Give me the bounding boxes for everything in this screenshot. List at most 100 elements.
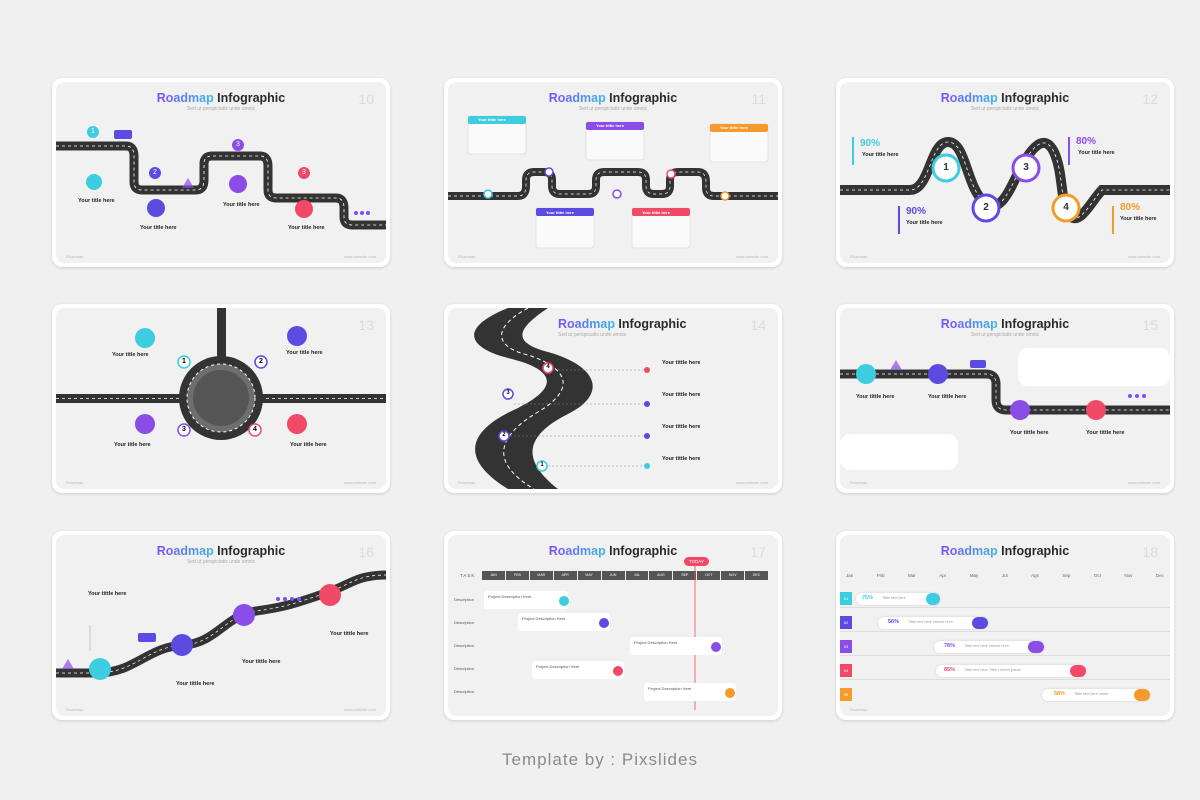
row-label: Description: [454, 689, 475, 694]
road-graphic: [840, 136, 1170, 234]
item-title: Your tittle here: [856, 394, 895, 400]
marker-2[interactable]: 2: [502, 432, 506, 438]
road-graphic: [56, 308, 386, 440]
item-title: Your tittle here: [928, 394, 967, 400]
footer-left: Roadmap: [850, 707, 868, 712]
marker-3[interactable]: 3: [182, 426, 186, 433]
marker-4[interactable]: 4: [253, 426, 257, 433]
gantt-row[interactable]: 05 58% Tittle text here lorem: [840, 687, 1170, 703]
item-title: Your tittle here: [662, 456, 701, 462]
slide-16[interactable]: Roadmap Infographic Sed ut perspiciatis …: [52, 531, 390, 720]
progress-cap: [1028, 641, 1044, 653]
progress-pill[interactable]: 75% Tittle text here: [856, 593, 940, 605]
progress-pill[interactable]: 85% Tittle text here Tittle t lorem ipsu…: [936, 665, 1086, 677]
box-title: Your tittle here: [642, 210, 670, 215]
marker-4[interactable]: 3: [298, 167, 310, 179]
road-graphic: [474, 308, 650, 489]
slide-14[interactable]: Roadmap Infographic Sed ut perspiciatis …: [444, 304, 782, 493]
month-cell: JUL: [625, 571, 649, 580]
box-title: Your tittle here: [596, 123, 624, 128]
progress-percent: 78%: [944, 643, 956, 649]
slide-13[interactable]: 13 1 2 3 4 Your title here Your title he…: [52, 304, 390, 493]
item-title: Your tittle here: [176, 681, 215, 687]
footer-right: www.website.com: [344, 480, 376, 485]
slide-number: 15: [1142, 317, 1158, 333]
slide-number: 14: [750, 317, 766, 333]
slide-12[interactable]: Roadmap Infographic Sed ut perspiciatis …: [836, 78, 1174, 267]
footer-left: Roadmap: [66, 254, 84, 259]
gantt-row[interactable]: 02 56% Tittle text here lorems num: [840, 615, 1170, 632]
progress-text: Tittle text here: [882, 596, 906, 600]
gantt-graphic: [484, 565, 736, 710]
slide-17[interactable]: Roadmap Infographic 17 TASK TODAY JAN FE…: [444, 531, 782, 720]
marker-2[interactable]: 2: [983, 202, 989, 213]
marker-2[interactable]: 2: [149, 167, 161, 179]
slide-15[interactable]: Roadmap Infographic Sed ut perspiciatis …: [836, 304, 1174, 493]
row-index: 04: [840, 664, 852, 677]
month-cell: JAN: [482, 571, 505, 580]
marker-1[interactable]: 1: [540, 462, 544, 468]
month-label: May: [969, 573, 979, 578]
slide-number: 17: [750, 544, 766, 560]
slide-title: Roadmap Infographic: [548, 91, 678, 105]
slide-number: 16: [358, 544, 374, 560]
progress-pill[interactable]: 78% Tittle text here lorems num: [934, 641, 1044, 653]
item-title: Your title here: [114, 442, 151, 448]
slide-subtitle: Sed ut perspiciatis unde omnis: [578, 106, 648, 112]
road-graphic: [56, 570, 386, 680]
item-title: Your title here: [140, 225, 177, 231]
slide-10[interactable]: Roadmap Infographic Sed ut perspiciatis …: [52, 78, 390, 267]
month-label: Sep: [1062, 573, 1071, 578]
item-title: Your title here: [223, 202, 260, 208]
item-title: Your title here: [906, 220, 943, 226]
progress-pill[interactable]: 58% Tittle text here lorem: [1042, 689, 1150, 701]
task-card-label[interactable]: Project Description Here: [634, 640, 678, 645]
slide-number: 10: [358, 91, 374, 107]
month-cell: JUN: [601, 571, 625, 580]
progress-percent: 56%: [888, 619, 900, 625]
marker-2[interactable]: 2: [259, 358, 263, 365]
road-graphic: [840, 348, 1170, 470]
slide-subtitle: Sed ut perspiciatis unde omnis: [558, 332, 627, 338]
marker-1[interactable]: 1: [943, 162, 949, 173]
marker-3[interactable]: 3: [506, 390, 510, 396]
slide-subtitle: Sed ut perspiciatis unde omnis: [970, 106, 1040, 112]
marker-1[interactable]: 1: [182, 358, 186, 365]
percent-4: 80%: [1120, 202, 1141, 213]
month-label: Feb: [876, 573, 885, 578]
slide-number: 12: [1142, 91, 1158, 107]
progress-pill[interactable]: 56% Tittle text here lorems num: [878, 617, 988, 629]
footer-right: www.website.com: [736, 254, 768, 259]
task-card-label[interactable]: Project Description Here: [522, 616, 566, 621]
task-card-label[interactable]: Project Description Here: [648, 686, 692, 691]
percent-3: 90%: [906, 206, 927, 217]
slide-title: Roadmap Infographic: [940, 317, 1070, 331]
row-index: 01: [840, 592, 852, 605]
month-cell: MAY: [577, 571, 601, 580]
marker-3[interactable]: 3: [1023, 162, 1029, 173]
slide-18[interactable]: Roadmap Infographic 18 Jan Feb Mar Apr M…: [836, 531, 1174, 720]
gantt-row[interactable]: 03 78% Tittle text here lorems num: [840, 639, 1170, 656]
gantt-row[interactable]: 01 75% Tittle text here: [840, 591, 1170, 608]
row-index: 05: [840, 688, 852, 701]
road-graphic: [56, 130, 386, 230]
month-label: Mar: [908, 573, 916, 578]
slide-11[interactable]: Roadmap Infographic Sed ut perspiciatis …: [444, 78, 782, 267]
month-cell: AUG: [649, 571, 673, 580]
slide-title: Roadmap Infographic: [558, 317, 687, 331]
progress-cap: [1070, 665, 1086, 677]
month-cell: APR: [553, 571, 577, 580]
slide-title: Roadmap Infographic: [940, 544, 1070, 558]
progress-cap: [1134, 689, 1150, 701]
task-card-label[interactable]: Project Description Here: [488, 594, 532, 599]
gantt-row[interactable]: 04 85% Tittle text here Tittle t lorem i…: [840, 663, 1170, 680]
marker-4[interactable]: 4: [1063, 202, 1069, 213]
item-title: Your title here: [290, 442, 327, 448]
row-label: Description: [454, 666, 475, 671]
month-strip: JAN FEB MAR APR MAY JUN JUL AUG SEP OCT …: [482, 571, 769, 580]
task-card-label[interactable]: Project Description Here: [536, 664, 580, 669]
box-title: Your tittle here: [478, 117, 506, 122]
marker-4[interactable]: 4: [546, 364, 550, 370]
marker-3[interactable]: 3: [232, 139, 244, 151]
marker-1[interactable]: 1: [87, 126, 99, 138]
